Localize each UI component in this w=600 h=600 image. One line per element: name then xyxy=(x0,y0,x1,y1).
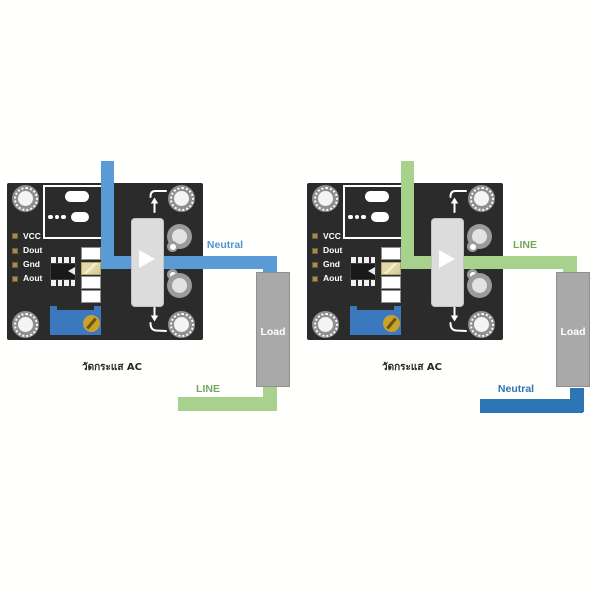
silkscreen-dot xyxy=(48,214,53,219)
screw-terminal-pad xyxy=(467,224,492,249)
smd-resistor xyxy=(381,247,401,260)
potentiometer-tab xyxy=(394,306,401,311)
ic-pin xyxy=(357,257,362,263)
ic-pin xyxy=(70,279,75,286)
pin-pad xyxy=(12,247,18,254)
silkscreen-dot xyxy=(354,214,359,219)
wire-path-arrow-top-icon xyxy=(149,190,167,213)
smd-resistor xyxy=(381,290,401,303)
ic-pin xyxy=(70,257,75,263)
ic-mark-icon xyxy=(368,267,375,275)
silkscreen-pill xyxy=(71,212,89,222)
bottom-wire-horizontal xyxy=(480,399,583,413)
pin-label-aout: Aout xyxy=(23,273,43,283)
ic-pin xyxy=(370,279,375,286)
silkscreen-dot xyxy=(348,214,353,219)
silkscreen-pill xyxy=(65,191,89,202)
top-wire-label: LINE xyxy=(513,239,537,251)
mounting-hole xyxy=(12,185,39,212)
ic-pin xyxy=(357,279,362,286)
top-wire-horizontal xyxy=(401,256,577,269)
ic-pin xyxy=(64,279,69,286)
ic-pin xyxy=(351,279,356,286)
ic-pin xyxy=(51,279,56,286)
potentiometer-screw xyxy=(83,315,100,332)
silkscreen-dot xyxy=(61,214,66,219)
smd-resistor xyxy=(81,276,101,289)
potentiometer-tab xyxy=(94,306,101,311)
screw-terminal-pad xyxy=(167,241,178,252)
top-wire-vertical xyxy=(101,161,114,269)
top-wire-vertical xyxy=(401,161,414,269)
top-wire-horizontal xyxy=(101,256,277,269)
sensor-module-diagram-left: VCC Dout Gnd Aout xyxy=(0,0,300,460)
wire-path-arrow-bottom-icon xyxy=(149,306,167,332)
load-box: Load xyxy=(256,272,290,387)
potentiometer-tab xyxy=(350,306,357,311)
ic-pin xyxy=(64,257,69,263)
pin-label-aout: Aout xyxy=(323,273,343,283)
pin-pad xyxy=(312,261,318,268)
pin-label-vcc: VCC xyxy=(323,230,341,241)
sensor-direction-triangle-icon xyxy=(439,250,455,268)
smd-resistor xyxy=(381,276,401,289)
smd-resistor xyxy=(81,247,101,260)
ic-pin xyxy=(57,279,62,286)
ic-pin xyxy=(364,279,369,286)
wire-path-arrow-top-icon xyxy=(449,190,467,213)
silkscreen-dot xyxy=(54,214,59,219)
potentiometer-screw xyxy=(383,315,400,332)
mounting-hole xyxy=(468,311,495,338)
ic-pin xyxy=(364,257,369,263)
ic-pin xyxy=(51,257,56,263)
mounting-hole xyxy=(168,311,195,338)
smd-resistor xyxy=(81,290,101,303)
pin-pad xyxy=(12,275,18,282)
pin-pad xyxy=(312,233,318,239)
ic-chip xyxy=(49,262,76,280)
screw-terminal-pad xyxy=(467,241,478,252)
pin-pad xyxy=(12,233,18,239)
mounting-hole xyxy=(312,185,339,212)
sensor-module-diagram-right: VCC Dout Gnd Aout xyxy=(300,0,600,460)
bottom-wire-horizontal xyxy=(178,397,277,411)
bottom-wire-label: LINE xyxy=(196,383,220,395)
top-wire-label: Neutral xyxy=(206,239,244,251)
silkscreen-pill xyxy=(365,191,389,202)
pin-label-vcc: VCC xyxy=(23,230,41,241)
screw-terminal-pad xyxy=(167,272,192,298)
bottom-wire-label: Neutral xyxy=(497,383,535,395)
mounting-hole xyxy=(168,185,195,212)
smd-led xyxy=(81,261,101,275)
ic-mark-icon xyxy=(68,267,75,275)
pin-pad xyxy=(312,275,318,282)
load-label: Load xyxy=(560,326,586,338)
load-box: Load xyxy=(556,272,590,387)
screw-terminal-pad xyxy=(467,272,492,298)
silkscreen-dot xyxy=(361,214,366,219)
ic-pin xyxy=(57,257,62,263)
smd-led xyxy=(381,261,401,275)
wire-path-arrow-bottom-icon xyxy=(449,306,467,332)
ic-chip xyxy=(349,262,376,280)
module-caption: วัดกระแส AC xyxy=(81,362,142,373)
module-caption: วัดกระแส AC xyxy=(381,362,442,373)
top-wire-stub xyxy=(263,268,277,274)
sensor-direction-triangle-icon xyxy=(139,250,155,268)
mounting-hole xyxy=(312,311,339,338)
mounting-hole xyxy=(12,311,39,338)
potentiometer-tab xyxy=(50,306,57,311)
silkscreen-pill xyxy=(371,212,389,222)
pin-pad xyxy=(312,247,318,254)
ic-pin xyxy=(370,257,375,263)
mounting-hole xyxy=(468,185,495,212)
pin-label-gnd: Gnd xyxy=(323,259,340,269)
pin-label-gnd: Gnd xyxy=(23,259,40,269)
pin-pad xyxy=(12,261,18,268)
pin-label-dout: Dout xyxy=(23,245,43,255)
ic-pin xyxy=(351,257,356,263)
pin-label-dout: Dout xyxy=(323,245,343,255)
top-wire-stub xyxy=(563,268,577,274)
load-label: Load xyxy=(260,326,286,338)
